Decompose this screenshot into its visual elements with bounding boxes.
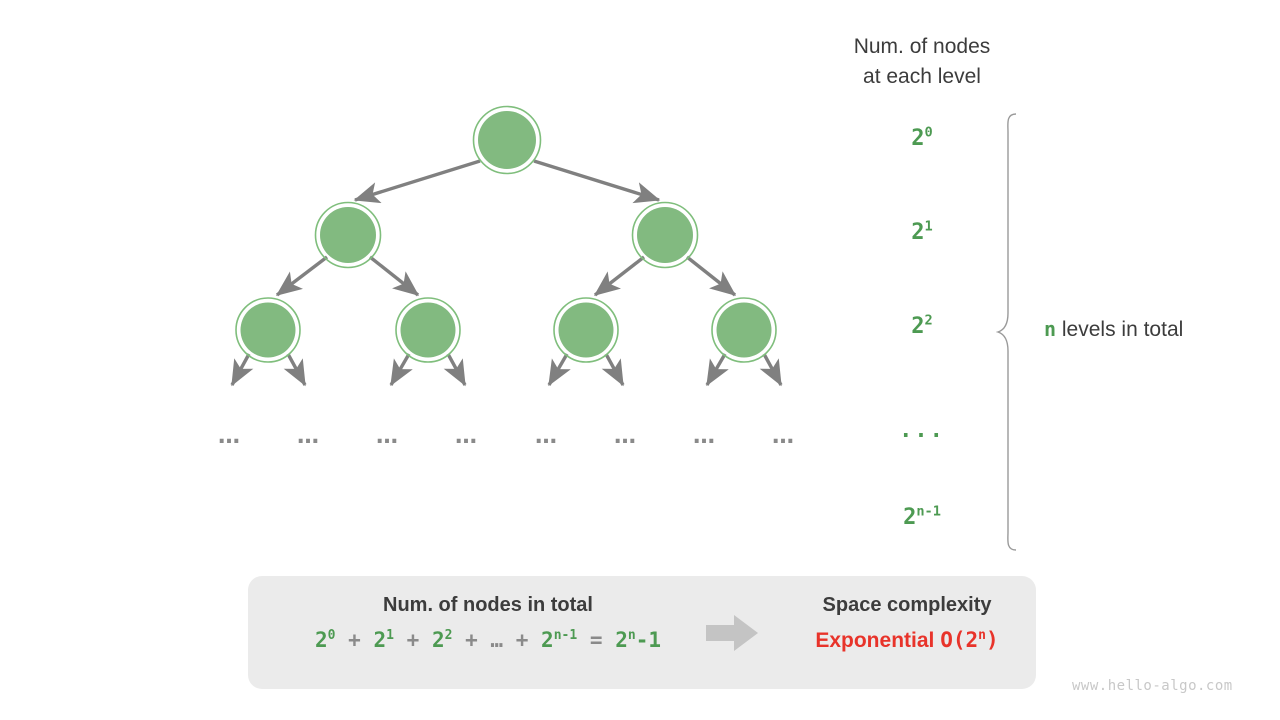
formula-operator: + bbox=[515, 628, 529, 652]
node-count-formula: 20 + 21 + 22 + … + 2n-1 = 2n-1 bbox=[248, 628, 728, 652]
tree-nodes bbox=[235, 105, 777, 363]
level-label-base: 2 bbox=[911, 126, 925, 151]
level-label-exponent: 0 bbox=[924, 124, 933, 141]
big-o-notation: O(2n) bbox=[940, 628, 999, 652]
levels-in-total-label: n levels in total bbox=[1044, 317, 1183, 342]
level-label-exponent: 2 bbox=[924, 312, 933, 329]
tree-node-root bbox=[472, 105, 542, 175]
level-label-exponent: n-1 bbox=[916, 503, 941, 520]
formula-term: 22 bbox=[431, 628, 453, 652]
ellipsis-mark: … bbox=[376, 424, 398, 449]
levels-total-text: levels in total bbox=[1061, 318, 1184, 341]
tree-node bbox=[235, 297, 301, 363]
levels-variable: n bbox=[1044, 317, 1057, 341]
watermark-url: www.hello-algo.com bbox=[1072, 678, 1233, 694]
formula-ellipsis: … bbox=[490, 628, 504, 652]
column-header-nodes-per-level: Num. of nodes at each level bbox=[853, 35, 991, 88]
summary-left-title: Num. of nodes in total bbox=[383, 594, 593, 616]
level-label-base: ... bbox=[899, 418, 945, 443]
level-label-0: 20 bbox=[847, 126, 997, 151]
tree-node bbox=[553, 297, 619, 363]
tree-node bbox=[631, 201, 699, 269]
level-span-brace bbox=[996, 113, 1017, 551]
level-label-1: 21 bbox=[847, 220, 997, 245]
complexity-value: Exponential O(2n) bbox=[778, 628, 1036, 653]
summary-right: Space complexity Exponential O(2n) bbox=[778, 590, 1036, 653]
complexity-word: Exponential bbox=[815, 629, 935, 652]
ellipsis-mark: … bbox=[772, 424, 794, 449]
level-label-base: 2 bbox=[911, 314, 925, 339]
ellipsis-mark: … bbox=[614, 424, 636, 449]
summary-right-title: Space complexity bbox=[822, 594, 992, 616]
ellipsis-mark: … bbox=[218, 424, 240, 449]
formula-operator: + bbox=[465, 628, 478, 652]
tree-node bbox=[711, 297, 777, 363]
formula-term: 20 bbox=[315, 628, 336, 652]
level-label-base: 2 bbox=[911, 220, 925, 245]
formula-term: 21 bbox=[373, 628, 394, 652]
tree-ellipsis-row: … … … … … … … … bbox=[218, 424, 794, 449]
ellipsis-mark: … bbox=[297, 424, 319, 449]
right-arrow-icon bbox=[706, 615, 758, 651]
tree-edges bbox=[230, 159, 783, 387]
level-label-2: 22 bbox=[847, 314, 997, 339]
tree-node bbox=[314, 201, 382, 269]
ellipsis-mark: … bbox=[693, 424, 715, 449]
level-label-base: 2 bbox=[903, 505, 917, 530]
formula-operator: = bbox=[589, 628, 603, 652]
level-label-last: 2n-1 bbox=[847, 505, 997, 530]
tree-node bbox=[395, 297, 461, 363]
formula-result: 2n-1 bbox=[615, 628, 661, 652]
formula-operator: + bbox=[406, 628, 420, 652]
formula-term: 2n-1 bbox=[541, 628, 578, 652]
level-label-exponent: 1 bbox=[924, 218, 933, 235]
ellipsis-mark: … bbox=[535, 424, 557, 449]
summary-panel: Num. of nodes in total 20 + 21 + 22 + … … bbox=[248, 576, 1036, 689]
summary-left: Num. of nodes in total 20 + 21 + 22 + … … bbox=[248, 590, 728, 652]
level-label-ellipsis: ... bbox=[847, 418, 997, 443]
ellipsis-mark: … bbox=[455, 424, 477, 449]
formula-operator: + bbox=[348, 628, 361, 652]
